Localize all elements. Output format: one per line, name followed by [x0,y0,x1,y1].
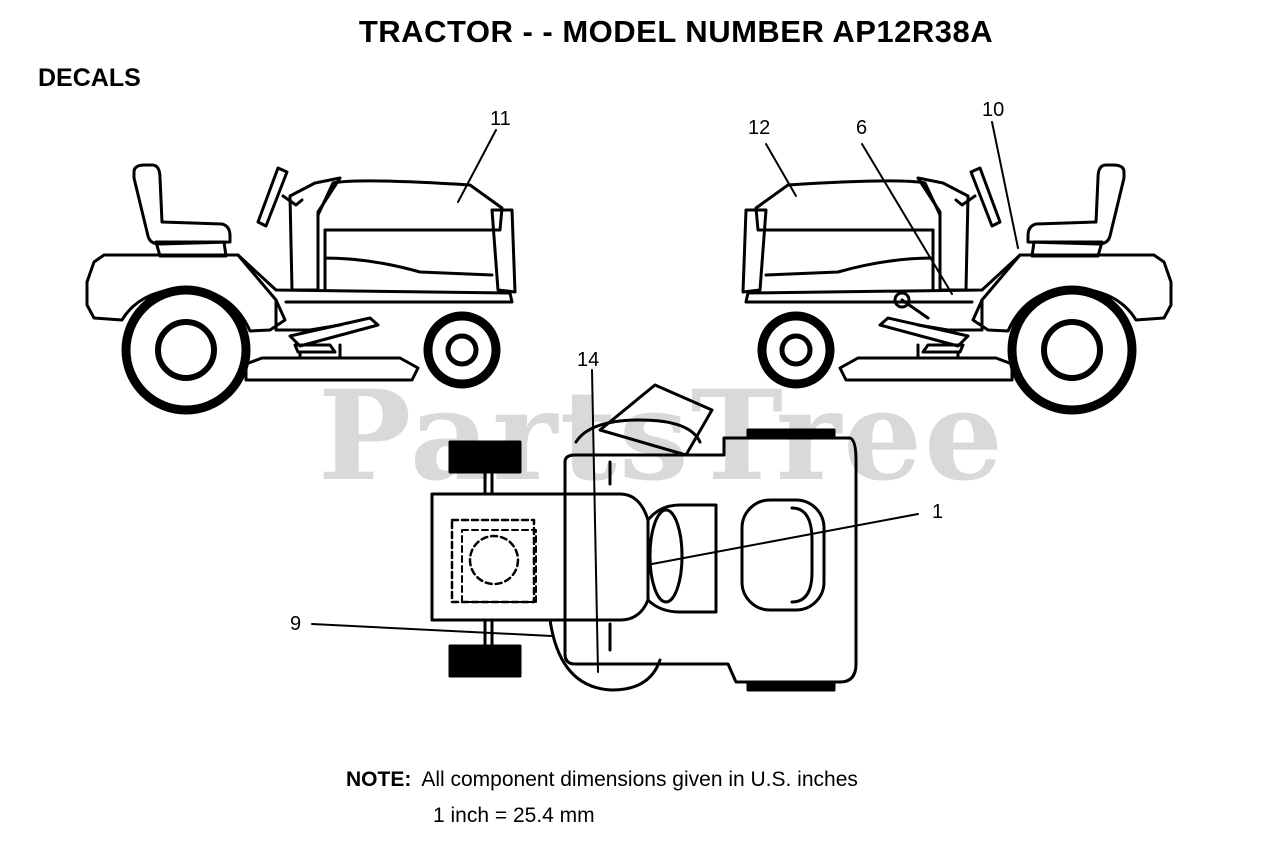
callout-11: 11 [490,108,511,130]
mower-deck [838,356,1014,382]
frame [744,253,1022,304]
leader-9 [311,623,553,637]
steering-wheel-top [574,418,702,444]
rear-wheel-inner [155,319,217,381]
callout-10: 10 [982,99,1004,121]
deck-hanger [298,343,342,360]
hood [754,179,942,232]
page-title: TRACTOR - - MODEL NUMBER AP12R38A [358,14,994,49]
front-wheel-inner [445,333,479,367]
footrest-deck [921,343,965,354]
frame [236,253,514,304]
section-title: DECALS [38,64,141,92]
front-wheel-outer [423,311,501,389]
front-wheel-inner [779,333,813,367]
dash [288,176,342,292]
dash-connector-top [646,503,718,614]
callout-14: 14 [577,349,599,371]
deck-hanger [916,343,960,360]
hood [316,179,504,232]
tractor-left-side-view [85,129,517,415]
rear-wheel-outer [121,285,251,415]
note-text-1: All component dimensions given in U.S. i… [421,768,858,791]
leader-10 [991,121,1019,249]
note-line-1: NOTE: All component dimensions given in U… [346,762,858,798]
footrest-deck [293,343,337,354]
callout-9: 9 [290,613,301,635]
steering-column [281,194,304,207]
lift-lever-knob [893,291,911,309]
front-tire-left [746,428,836,440]
steering-wheel [256,166,289,228]
rear-wheel-outer [1007,285,1137,415]
rear-tire-right [448,644,522,678]
hood-top [740,498,826,612]
lift-lever [900,298,930,320]
foot-pedal [288,316,380,348]
seat-back-top [598,383,714,457]
dash-ellipse-top [648,508,684,604]
tractor-right-side-view [741,163,1173,415]
leader-6 [861,143,953,295]
rear-wheel-inner [1041,319,1103,381]
leader-1 [651,513,919,565]
mower-deck [244,356,420,382]
leader-11 [457,129,497,203]
mower-deck-top [548,618,662,692]
leader-14 [591,369,599,673]
hood-side [764,228,935,292]
front-tire-right [746,680,836,692]
note-label: NOTE: [346,768,412,791]
grille [490,208,517,294]
callout-12: 12 [748,117,770,139]
hood-inner-top [790,506,814,604]
hood-side [323,228,494,292]
rear-tire-left [448,440,522,474]
steering-wheel [969,166,1002,228]
grille [741,208,768,294]
note-block: NOTE: All component dimensions given in U… [346,762,858,834]
body-top [563,436,858,684]
foot-pedal [878,316,970,348]
note-line-2: 1 inch = 25.4 mm [433,804,595,827]
callout-1: 1 [932,501,943,523]
dash [916,176,970,292]
callout-6: 6 [856,117,867,139]
seat [132,163,232,246]
seat-outline-top [450,518,536,604]
tractor-top-view [430,383,858,692]
leader-12 [765,143,797,197]
seat [1026,163,1126,246]
steering-column [954,194,977,207]
seat-inner-top [461,529,537,603]
seat-circle-top [468,534,520,586]
front-wheel-outer [757,311,835,389]
